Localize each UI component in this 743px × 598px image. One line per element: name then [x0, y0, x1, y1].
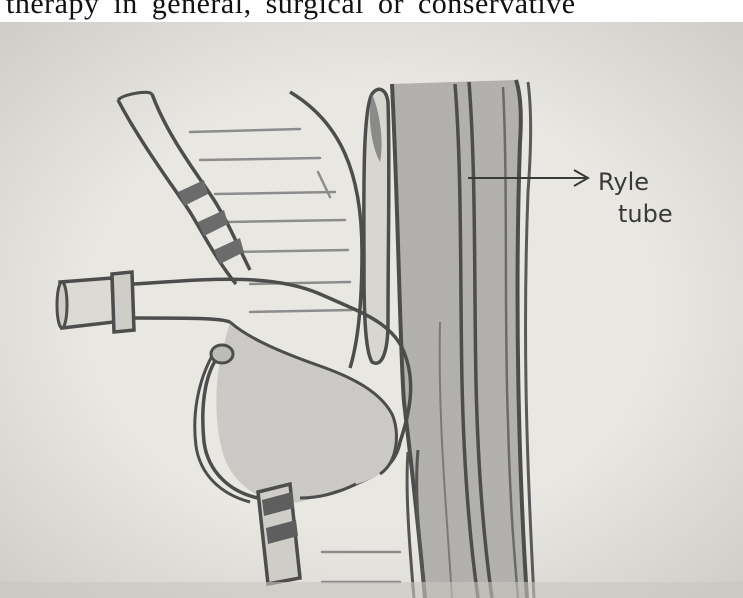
- document-text: therapy in general, surgical or conserva…: [6, 0, 576, 21]
- sketch-photo: Ryle tube: [0, 22, 743, 598]
- label-ryle: Ryle: [598, 168, 649, 196]
- photo-bottom-edge: [0, 582, 743, 598]
- label-tube: tube: [618, 200, 673, 228]
- document-text-line: therapy in general, surgical or conserva…: [0, 0, 743, 22]
- tracheostomy-sketch: Ryle tube: [0, 22, 743, 598]
